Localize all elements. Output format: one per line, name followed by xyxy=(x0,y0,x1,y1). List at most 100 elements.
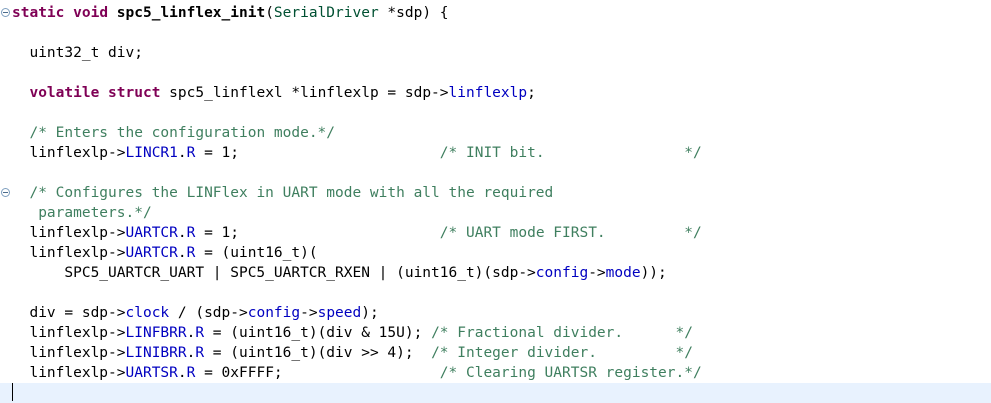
code-field: LINIBRR xyxy=(125,345,187,361)
editor-gutter xyxy=(0,63,12,83)
code-token: uint32_t div; xyxy=(12,45,143,61)
code-line[interactable] xyxy=(0,383,991,403)
code-token xyxy=(108,5,117,21)
code-token: ); xyxy=(361,305,379,321)
code-field: UARTCR xyxy=(125,225,178,241)
code-line[interactable] xyxy=(0,63,991,83)
code-text: linflexlp->UARTCR.R = 1; /* UART mode FI… xyxy=(12,223,702,243)
code-line[interactable] xyxy=(0,103,991,123)
code-field: speed xyxy=(317,305,362,321)
code-token: / (sdp-> xyxy=(169,305,248,321)
code-field: LINCR1 xyxy=(125,145,178,161)
code-token: = (uint16_t)(div >> 4); xyxy=(204,345,432,361)
code-token xyxy=(64,5,73,21)
code-token: SPC5_UARTCR_UART | SPC5_UARTCR_RXEN | (u… xyxy=(12,265,536,281)
code-field: config xyxy=(247,305,301,321)
editor-gutter xyxy=(0,223,12,243)
code-keyword: struct xyxy=(108,85,161,101)
code-token: ( xyxy=(265,5,274,21)
code-line[interactable]: SPC5_UARTCR_UART | SPC5_UARTCR_RXEN | (u… xyxy=(0,263,991,283)
code-comment: parameters.*/ xyxy=(38,205,152,221)
code-text: volatile struct spc5_linflexl *linflexlp… xyxy=(12,83,535,103)
editor-gutter xyxy=(0,143,12,163)
code-type: SerialDriver xyxy=(273,5,379,21)
code-text: div = sdp->clock / (sdp->config->speed); xyxy=(12,303,379,323)
code-comment: /* Integer divider. */ xyxy=(431,345,693,361)
code-token: linflexlp-> xyxy=(12,225,126,241)
code-text: uint32_t div; xyxy=(12,43,143,63)
code-token: linflexlp-> xyxy=(12,325,126,341)
code-token xyxy=(12,185,29,201)
code-token: = (uint16_t)( xyxy=(195,245,318,261)
code-comment: /* Fractional divider. */ xyxy=(431,325,693,341)
code-token: = 1; xyxy=(195,145,440,161)
code-token xyxy=(12,125,29,141)
code-field: config xyxy=(535,265,589,281)
code-comment: /* Enters the configuration mode.*/ xyxy=(29,125,336,141)
code-line[interactable]: volatile struct spc5_linflexl *linflexlp… xyxy=(0,83,991,103)
code-comment: /* Clearing UARTSR register.*/ xyxy=(439,365,702,381)
code-line[interactable]: linflexlp->LINIBRR.R = (uint16_t)(div >>… xyxy=(0,343,991,363)
code-token: spc5_linflexl *linflexlp = sdp-> xyxy=(160,85,449,101)
code-function-name: spc5_linflex_init xyxy=(116,5,266,21)
code-token: -> xyxy=(300,305,318,321)
code-line[interactable]: linflexlp->UARTCR.R = 1; /* UART mode FI… xyxy=(0,223,991,243)
code-token: = 1; xyxy=(195,225,440,241)
code-text: linflexlp->LINIBRR.R = (uint16_t)(div >>… xyxy=(12,343,693,363)
code-field: UARTCR xyxy=(125,245,178,261)
code-token xyxy=(99,85,108,101)
code-line[interactable]: linflexlp->UARTSR.R = 0xFFFF; /* Clearin… xyxy=(0,363,991,383)
code-line[interactable]: uint32_t div; xyxy=(0,43,991,63)
editor-gutter xyxy=(0,363,12,383)
editor-gutter xyxy=(0,343,12,363)
code-line[interactable]: linflexlp->LINFBRR.R = (uint16_t)(div & … xyxy=(0,323,991,343)
code-field: clock xyxy=(125,305,170,321)
code-text: linflexlp->LINCR1.R = 1; /* INIT bit. */ xyxy=(12,143,702,163)
code-field: R xyxy=(195,345,205,361)
code-text: static void spc5_linflex_init(SerialDriv… xyxy=(12,3,449,23)
code-field: mode xyxy=(605,265,641,281)
code-comment: /* UART mode FIRST. */ xyxy=(439,225,702,241)
code-text: parameters.*/ xyxy=(12,203,152,223)
code-line[interactable]: linflexlp->LINCR1.R = 1; /* INIT bit. */ xyxy=(0,143,991,163)
code-token: div = sdp-> xyxy=(12,305,126,321)
code-token: linflexlp-> xyxy=(12,345,126,361)
code-token: linflexlp-> xyxy=(12,365,126,381)
code-line[interactable]: static void spc5_linflex_init(SerialDriv… xyxy=(0,3,991,23)
code-line[interactable]: div = sdp->clock / (sdp->config->speed); xyxy=(0,303,991,323)
code-line[interactable]: /* Configures the LINFlex in UART mode w… xyxy=(0,183,991,203)
editor-gutter xyxy=(0,23,12,43)
editor-gutter xyxy=(0,183,12,203)
editor-gutter xyxy=(0,323,12,343)
code-field: R xyxy=(186,225,196,241)
code-field: R xyxy=(186,365,196,381)
code-line[interactable] xyxy=(0,23,991,43)
code-field: LINFBRR xyxy=(125,325,187,341)
fold-collapse-icon[interactable] xyxy=(1,8,10,17)
fold-collapse-icon[interactable] xyxy=(1,188,10,197)
code-field: linflexlp xyxy=(448,85,528,101)
code-line[interactable]: /* Enters the configuration mode.*/ xyxy=(0,123,991,143)
code-line[interactable] xyxy=(0,283,991,303)
editor-gutter xyxy=(0,243,12,263)
code-keyword: static xyxy=(12,5,65,21)
code-comment: /* INIT bit. */ xyxy=(439,145,702,161)
editor-gutter xyxy=(0,283,12,303)
code-token: . xyxy=(186,345,196,361)
code-keyword: volatile xyxy=(29,85,100,101)
editor-gutter xyxy=(0,123,12,143)
editor-gutter xyxy=(0,83,12,103)
editor-gutter xyxy=(0,203,12,223)
code-text: linflexlp->LINFBRR.R = (uint16_t)(div & … xyxy=(12,323,693,343)
code-line[interactable]: linflexlp->UARTCR.R = (uint16_t)( xyxy=(0,243,991,263)
code-token: *sdp) { xyxy=(378,5,449,21)
editor-gutter xyxy=(0,43,12,63)
editor-gutter xyxy=(0,103,12,123)
code-token xyxy=(12,205,38,221)
code-token: . xyxy=(177,145,187,161)
code-line[interactable] xyxy=(0,163,991,183)
code-text: SPC5_UARTCR_UART | SPC5_UARTCR_RXEN | (u… xyxy=(12,263,666,283)
editor-gutter xyxy=(0,3,12,23)
code-line[interactable]: parameters.*/ xyxy=(0,203,991,223)
